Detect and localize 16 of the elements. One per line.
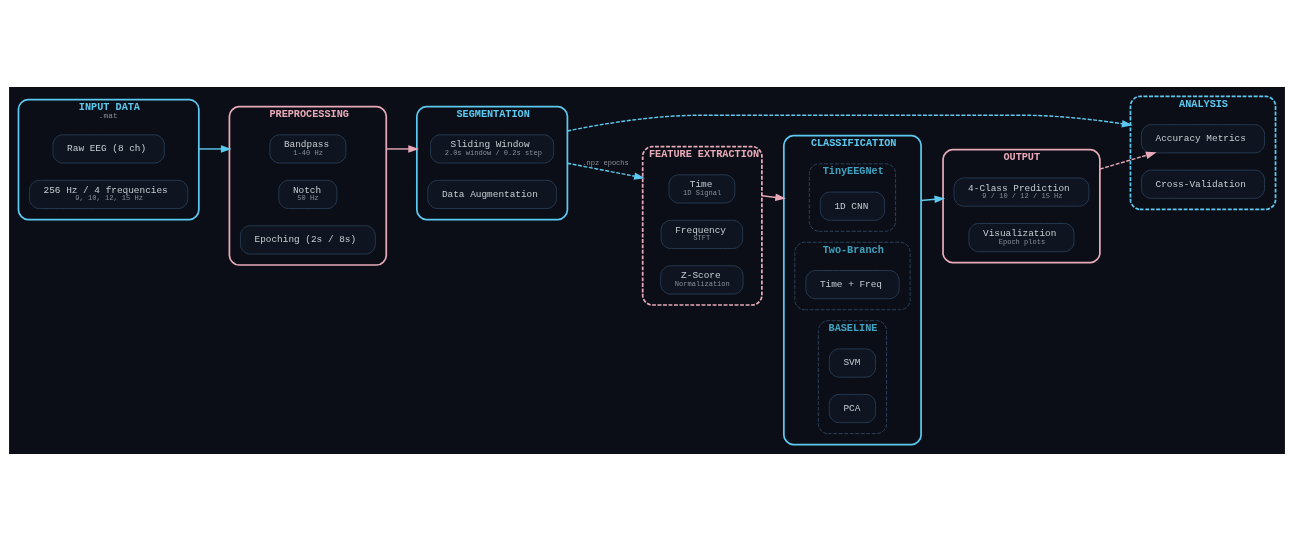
node-box: 1D CNN bbox=[819, 191, 885, 221]
node-box: Time + Freq bbox=[805, 269, 900, 299]
node-box: Accuracy Metrics bbox=[1141, 123, 1265, 153]
node-box: PCA bbox=[828, 393, 876, 423]
node-box: Raw EEG (8 ch) bbox=[52, 133, 165, 163]
arrow bbox=[1099, 151, 1157, 170]
arrow bbox=[761, 193, 786, 201]
node-box: Epoching (2s / 8s) bbox=[240, 224, 376, 254]
arrow bbox=[566, 114, 1133, 132]
arrow bbox=[566, 162, 645, 180]
node-box: SVM bbox=[828, 348, 876, 378]
arrow bbox=[920, 195, 946, 203]
arrow bbox=[198, 144, 232, 153]
node-box: Data Augmentation bbox=[427, 179, 557, 209]
node-box: Cross-Validation bbox=[1141, 169, 1265, 199]
arrow bbox=[385, 144, 419, 153]
